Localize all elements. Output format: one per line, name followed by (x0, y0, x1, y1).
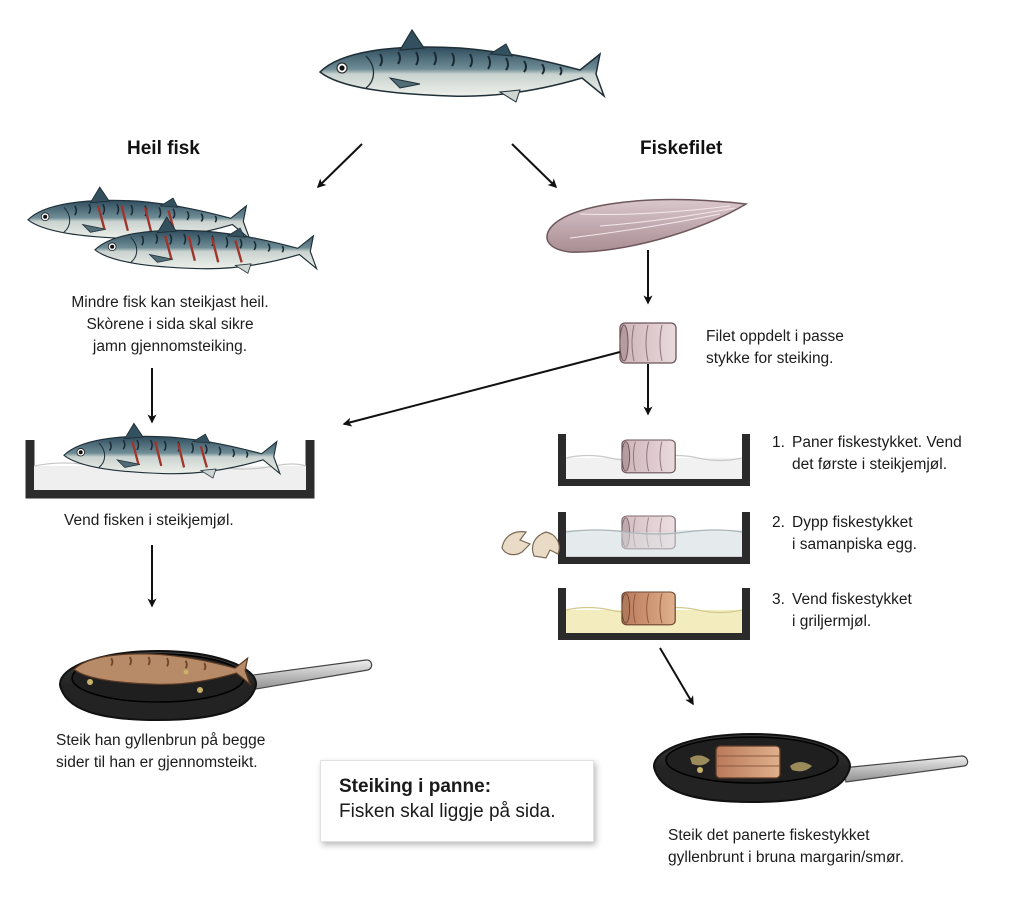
whole-fish-desc-line: Mindre fisk kan steikjast heil. (71, 294, 269, 311)
tray-icon (558, 588, 750, 640)
step-number: 3. (772, 591, 785, 608)
whole-fish-desc-line: Skòrene i sida skal sikre (86, 316, 254, 333)
info-box-body: Fisken skal liggje på sida. (339, 801, 556, 822)
fillet-fry-line: Steik det panerte fiskestykket (668, 827, 870, 844)
fillet-fry-line: gyllenbrunt i bruna margarin/smør. (668, 849, 905, 866)
mackerel-icon (27, 186, 251, 245)
tray-icon (558, 512, 750, 564)
step-number: 2. (772, 514, 785, 531)
info-box-title: Steiking i panne: (339, 776, 492, 797)
tray-icon (25, 422, 315, 499)
whole-fish-fry-line: Steik han gyllenbrun på begge (56, 732, 266, 749)
step-number: 1. (772, 434, 785, 451)
step-line: Dypp fiskestykket (792, 514, 913, 531)
step-line: i samanpiska egg. (792, 536, 917, 553)
eggshell-icon (501, 531, 560, 559)
fish-piece-icon (619, 322, 677, 364)
mackerel-icon (94, 216, 318, 275)
tray-icon (558, 434, 750, 486)
whole-fish-desc-line: jamn gjennomsteiking. (92, 338, 248, 355)
fillet-fry-text: Steik det panerte fiskestykket gyllenbru… (668, 825, 968, 869)
step-1: 1. Paner fiskestykket. Vend det første i… (772, 432, 1012, 476)
whole-fish-fry-line: sider til han er gjennomsteikt. (56, 754, 258, 771)
arrow-icon (342, 351, 621, 427)
whole-fish-description: Mindre fisk kan steikjast heil. Skòrene … (20, 292, 320, 358)
step-line: Vend fiskestykket (792, 591, 912, 608)
info-box: Steiking i panne: Fisken skal liggje på … (320, 760, 594, 842)
step-line: det første i steikjemjøl. (792, 456, 948, 473)
turn-fish-text: Vend fisken i steikjemjøl. (64, 512, 234, 529)
step-2: 2. Dypp fiskestykket i samanpiska egg. (772, 512, 1012, 556)
heading-whole-fish: Heil fisk (127, 138, 200, 159)
fillet-icon (546, 198, 749, 253)
arrow-icon (659, 647, 694, 706)
mackerel-icon (319, 29, 605, 103)
arrow-icon (316, 143, 363, 189)
step-3: 3. Vend fiskestykket i griljermjøl. (772, 589, 1012, 633)
whole-fish-fry-text: Steik han gyllenbrun på begge sider til … (56, 730, 316, 774)
frying-pan-icon (653, 733, 969, 804)
frying-pan-icon (59, 650, 373, 722)
fillet-split-line: Filet oppdelt i passe (706, 328, 844, 345)
step-line: Paner fiskestykket. Vend (792, 434, 962, 451)
step-line: i griljermjøl. (792, 613, 872, 630)
fillet-split-line: stykke for steiking. (706, 350, 834, 367)
heading-fillet: Fiskefilet (640, 138, 723, 159)
fillet-split-text: Filet oppdelt i passe stykke for steikin… (706, 326, 926, 370)
arrow-icon (511, 143, 558, 189)
